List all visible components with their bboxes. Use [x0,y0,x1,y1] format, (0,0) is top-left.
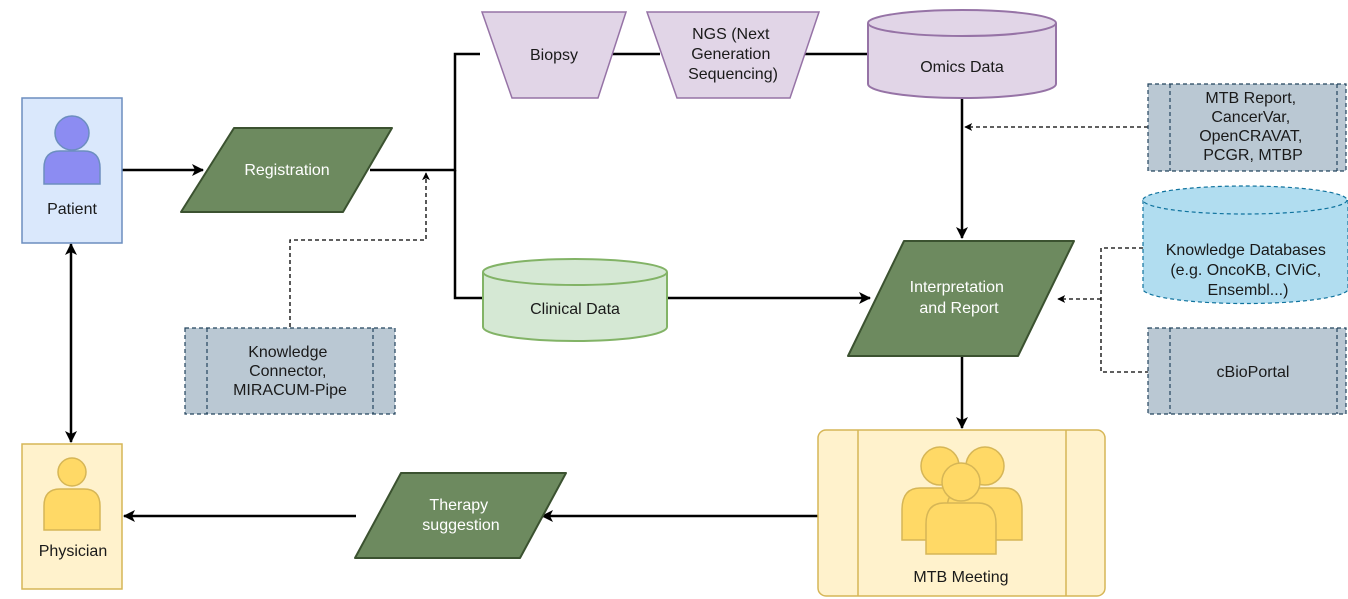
cbioportal-label: cBioPortal [1217,364,1290,381]
edge-registration-clinical [453,170,483,300]
knowledge-db-line-3: Ensembl...) [1208,282,1289,299]
knowledge-connector-line-1: Knowledge [248,344,327,361]
cbioportal-node: cBioPortal [1147,327,1347,415]
knowledge-db-node: Knowledge Databases (e.g. OncoKB, CIViC,… [1142,185,1348,305]
knowledge-connector-node: Knowledge Connector, MIRACUM-Pipe [184,327,396,415]
ngs-node: NGS (Next Generation Sequencing) [645,11,821,99]
clinical-label: Clinical Data [530,301,620,318]
edge-dashed-connector [289,172,430,327]
mtb-tools-line-3: OpenCRAVAT, [1199,128,1302,145]
physician-label: Physician [39,543,107,560]
mtb-meeting-node: MTB Meeting [817,429,1106,597]
mtb-meeting-label: MTB Meeting [913,569,1008,586]
knowledge-connector-label: Knowledge Connector, MIRACUM-Pipe [233,344,347,399]
mtb-tools-line-4: PCGR, MTBP [1203,147,1303,164]
therapy-node: Therapy suggestion [354,472,567,559]
registration-node: Registration [180,127,393,213]
ngs-label: NGS (Next Generation Sequencing) [688,26,778,83]
mtb-tools-node: MTB Report, CancerVar, OpenCRAVAT, PCGR,… [1147,83,1347,172]
knowledge-db-line-2: (e.g. OncoKB, CIViC, [1170,262,1321,279]
mtb-tools-line-1: MTB Report, [1205,90,1296,107]
physician-node: Physician [21,443,123,590]
therapy-label: Therapy suggestion [422,497,499,534]
ngs-label-line-3: Sequencing) [688,66,778,83]
biopsy-node: Biopsy [480,11,628,99]
therapy-label-line-1: Therapy [429,497,488,514]
registration-label: Registration [244,162,329,179]
knowledge-connector-line-2: Connector, [249,363,326,380]
omics-node: Omics Data [867,9,1057,99]
knowledge-db-label: Knowledge Databases (e.g. OncoKB, CIViC,… [1166,242,1331,299]
patient-icon [43,115,101,185]
edge-dashed-kdb [1100,247,1148,373]
interpretation-label-line-1: Interpretation [910,279,1004,296]
patient-label: Patient [47,201,97,218]
ngs-label-line-2: Generation [691,46,770,63]
interpretation-label: Interpretation and Report [910,279,1009,317]
therapy-label-line-2: suggestion [422,517,499,534]
connectors [65,52,1148,522]
omics-label: Omics Data [920,59,1004,76]
edge-registration-trunk [370,52,480,172]
biopsy-label: Biopsy [530,47,578,64]
group-people-icon [901,446,1023,555]
interpretation-node: Interpretation and Report [847,240,1075,357]
knowledge-connector-line-3: MIRACUM-Pipe [233,382,347,399]
patient-node: Patient [21,97,123,244]
mtb-tools-line-2: CancerVar, [1211,109,1290,126]
ngs-label-line-1: NGS (Next [692,26,770,43]
mtb-tools-label: MTB Report, CancerVar, OpenCRAVAT, PCGR,… [1199,90,1307,164]
clinical-node: Clinical Data [482,258,668,342]
knowledge-db-line-1: Knowledge Databases [1166,242,1326,259]
interpretation-label-line-2: and Report [919,300,999,317]
physician-icon [43,457,101,531]
